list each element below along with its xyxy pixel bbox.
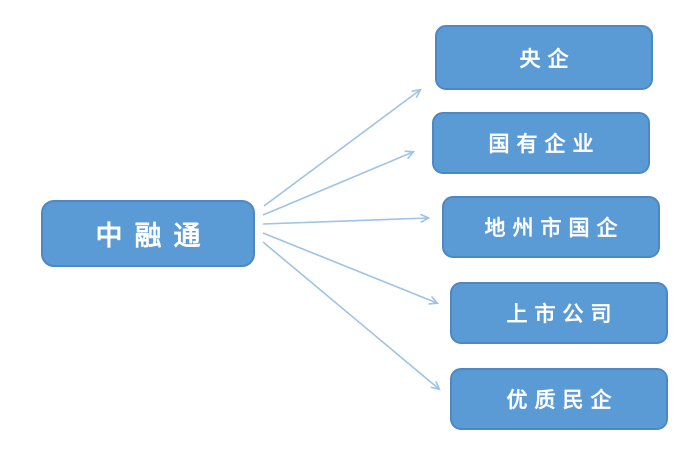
- node-youzhiminqi-label: 优质民企: [506, 388, 619, 412]
- node-zhongrongtong-label: 中融通: [95, 221, 213, 251]
- node-shangshigongsi: 上市公司: [450, 282, 668, 344]
- node-youzhiminqi: 优质民企: [450, 368, 668, 430]
- node-zhongrongtong: 中融通: [41, 200, 255, 267]
- node-dizhoushiguoqi: 地州市国企: [442, 196, 660, 258]
- edge-to-youzhiminqi: [262, 241, 439, 389]
- edge-to-guoyouqiye: [262, 152, 413, 216]
- node-shangshigongsi-label: 上市公司: [506, 302, 619, 326]
- edge-to-yangqi: [263, 90, 420, 207]
- node-yangqi: 央企: [435, 25, 653, 90]
- node-yangqi-label: 央企: [519, 46, 576, 71]
- edge-to-shangshigongsi: [262, 232, 437, 303]
- node-guoyouqiye-label: 国有企业: [488, 132, 601, 156]
- node-guoyouqiye: 国有企业: [432, 112, 650, 174]
- edge-to-dizhoushiguoqi: [262, 218, 428, 225]
- node-dizhoushiguoqi-label: 地州市国企: [484, 216, 625, 240]
